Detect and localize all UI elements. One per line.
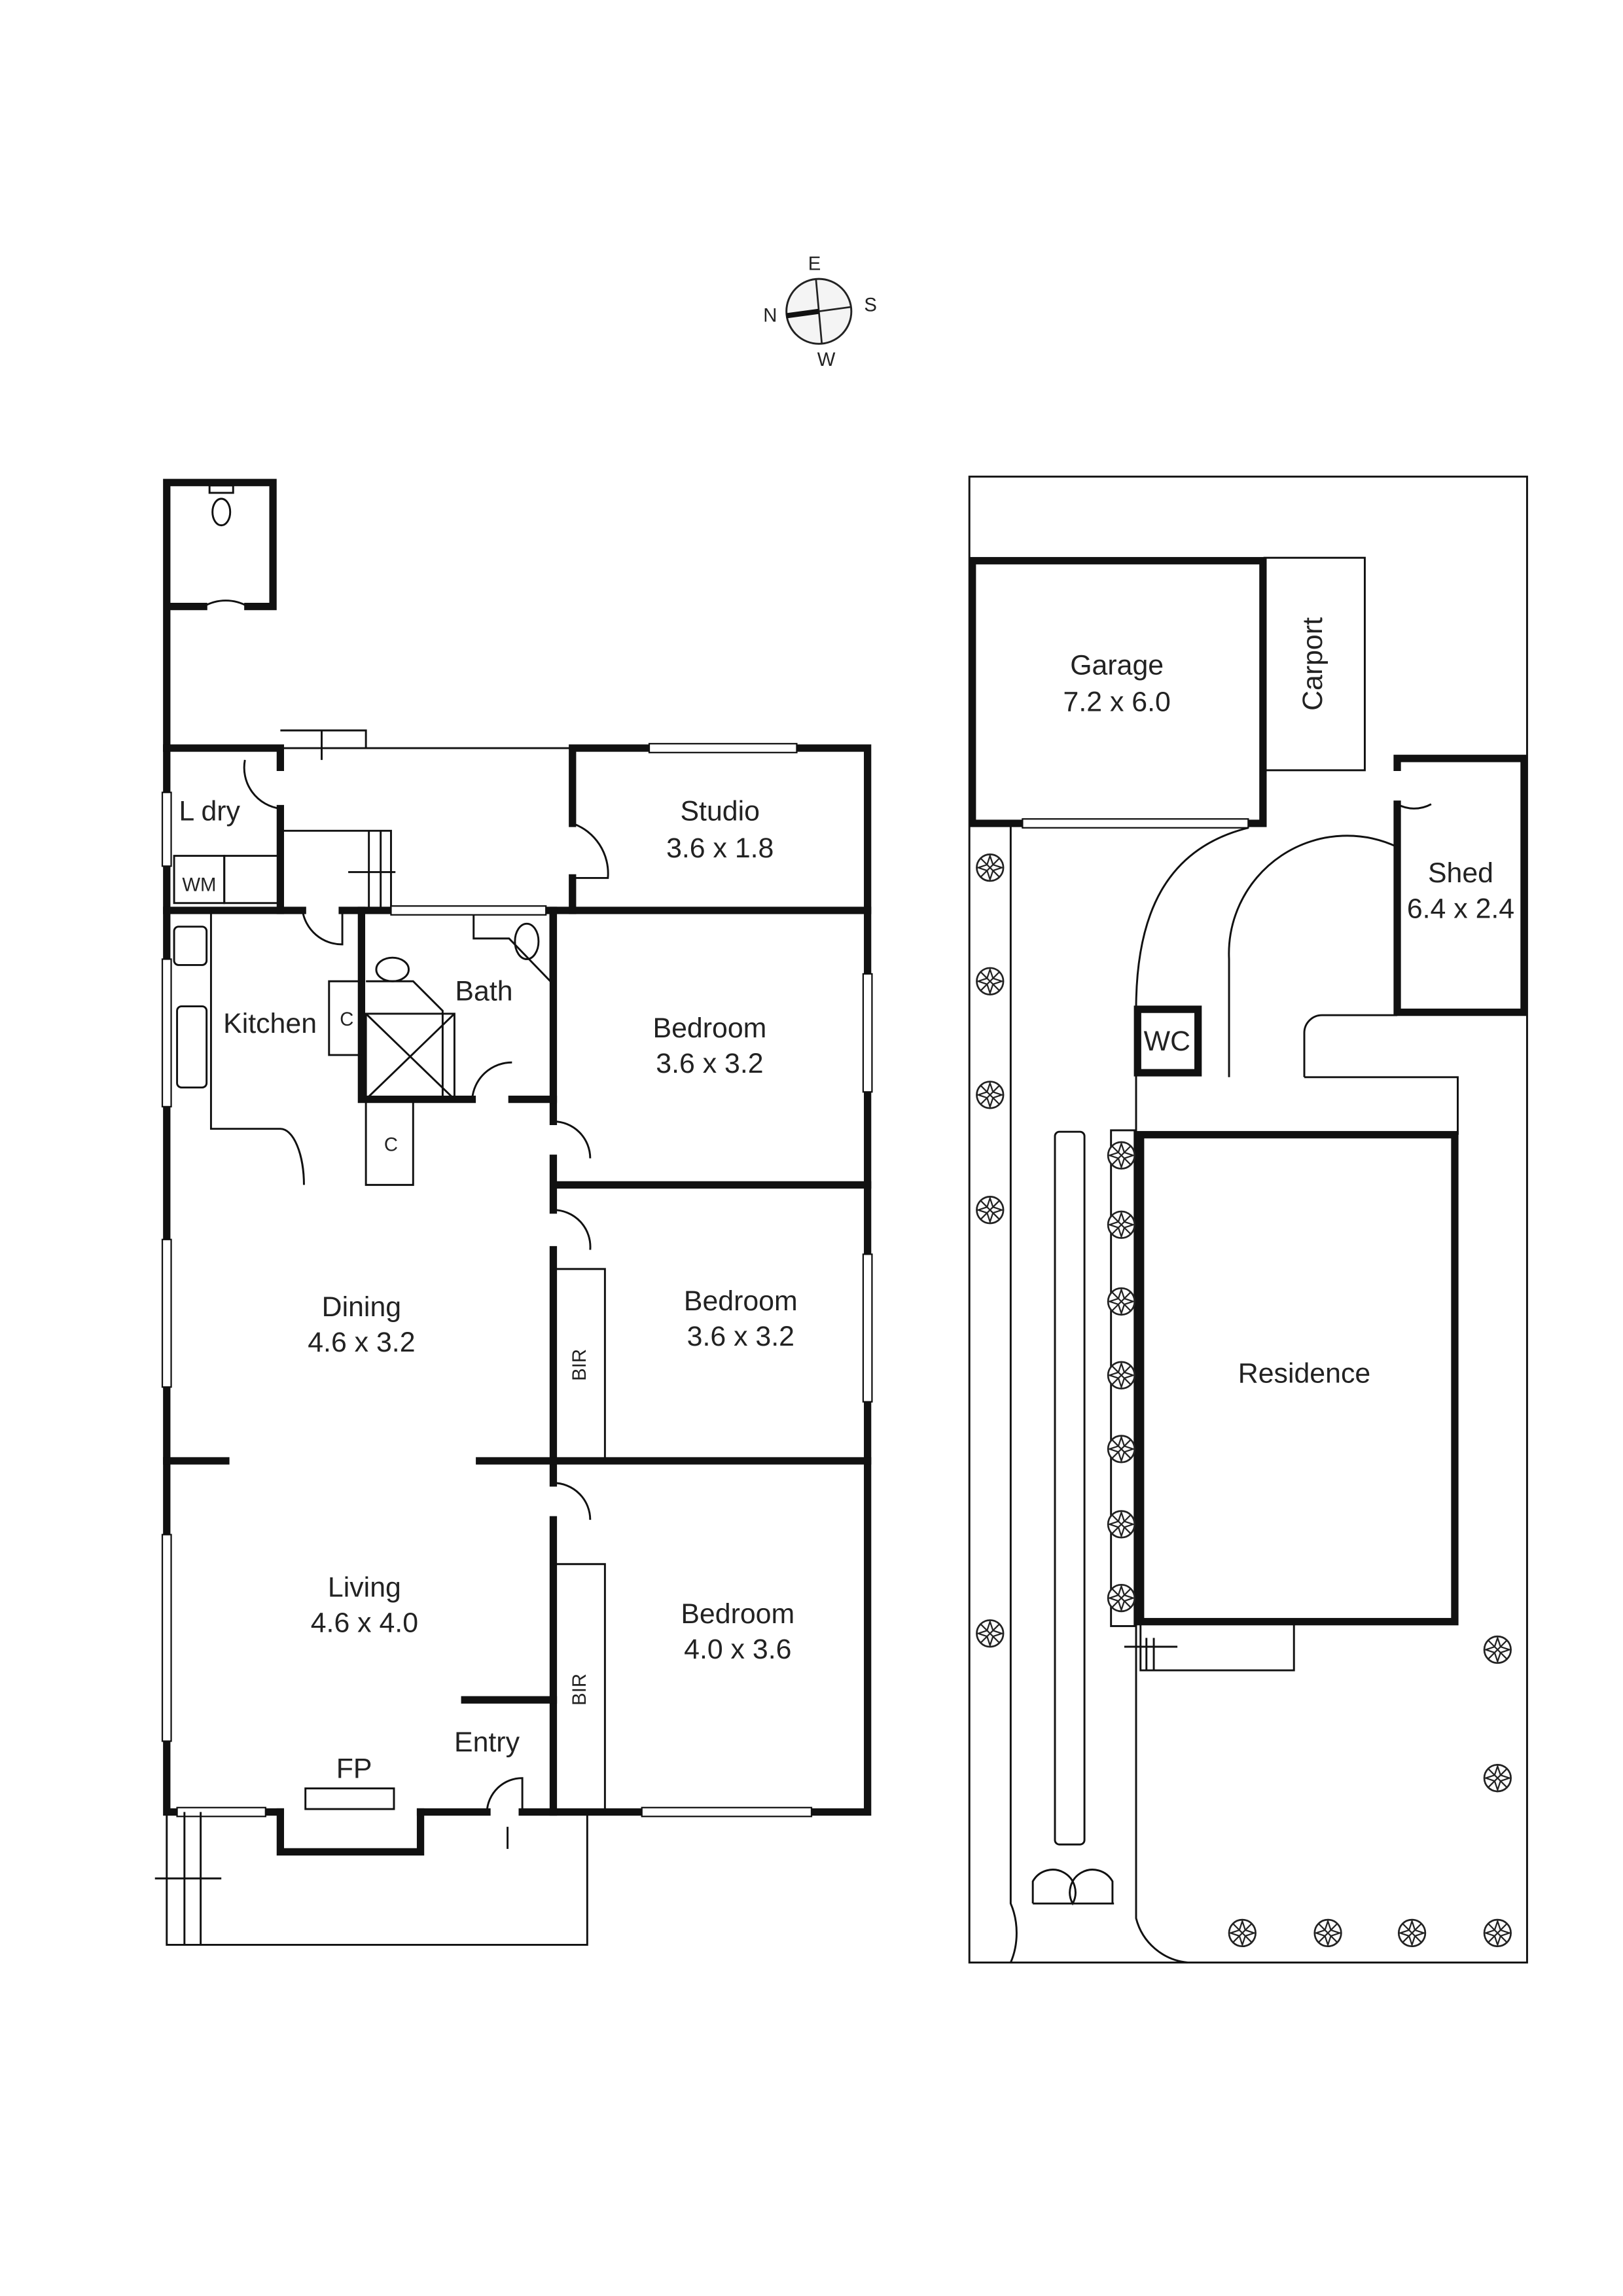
room-bedroom3-label: Bedroom [681, 1598, 794, 1630]
room-bedroom2-size: 3.6 x 3.2 [687, 1321, 794, 1352]
tree-icon [976, 853, 1005, 882]
residence-label: Residence [1238, 1357, 1370, 1389]
room-living-label: Living [328, 1571, 401, 1603]
room-dining-size: 4.6 x 3.2 [308, 1327, 415, 1358]
room-bath-label: Bath [455, 976, 512, 1007]
room-studio-label: Studio [681, 796, 760, 827]
room-bedroom3-size: 4.0 x 3.6 [684, 1634, 791, 1665]
tree-icon [1107, 1287, 1136, 1316]
fireplace-label: FP [336, 1753, 372, 1785]
compass-n: N [763, 304, 777, 326]
cupboard-label: C [384, 1134, 398, 1156]
room-bedroom1-size: 3.6 x 3.2 [656, 1048, 763, 1079]
room-kitchen-label: Kitchen [223, 1008, 317, 1039]
tree-icon [1397, 1918, 1427, 1948]
bir-label: BIR [569, 1349, 590, 1381]
room-entry-label: Entry [454, 1727, 520, 1758]
tree-icon [976, 1196, 1005, 1225]
room-dining-label: Dining [322, 1291, 401, 1323]
garage-size: 7.2 x 6.0 [1063, 687, 1171, 718]
room-laundry-label: L dry [179, 796, 240, 827]
room-bedroom2-label: Bedroom [684, 1285, 798, 1317]
tree-icon [1483, 1918, 1512, 1948]
site-plan: Garage 7.2 x 6.0 Carport Shed 6.4 x 2.4 … [968, 475, 1528, 1964]
room-studio-size: 3.6 x 1.8 [666, 833, 774, 864]
tree-icon [1107, 1361, 1136, 1390]
washing-machine-label: WM [182, 874, 216, 896]
shed-label: Shed [1428, 857, 1493, 889]
tree-icon [1107, 1141, 1136, 1170]
tree-icon [1483, 1635, 1512, 1664]
room-living-size: 4.6 x 4.0 [311, 1607, 418, 1638]
tree-icon [1107, 1583, 1136, 1613]
cupboard-label: C [340, 1009, 353, 1030]
tree-icon [1313, 1918, 1342, 1948]
bir-label: BIR [569, 1674, 590, 1706]
tree-icon [1107, 1210, 1136, 1239]
tree-icons [976, 853, 1512, 1948]
compass-w: W [817, 349, 836, 370]
tree-icon [1483, 1764, 1512, 1793]
compass-e: E [808, 253, 821, 275]
wc-label: WC [1144, 1026, 1190, 1057]
tree-icon [976, 967, 1005, 996]
tree-icon [1107, 1435, 1136, 1463]
compass: E N S W [763, 253, 877, 371]
house-plan: L dry Studio 3.6 x 1.8 Kitchen Bath Bedr… [154, 478, 873, 1946]
tree-icon [1228, 1918, 1257, 1948]
tree-icon [1107, 1510, 1136, 1539]
compass-s: S [864, 295, 877, 316]
tree-icon [976, 1619, 1005, 1648]
shed-size: 6.4 x 2.4 [1407, 893, 1514, 924]
tree-icon [976, 1081, 1005, 1109]
carport-label: Carport [1297, 617, 1329, 711]
garage-label: Garage [1070, 649, 1164, 681]
room-bedroom1-label: Bedroom [653, 1013, 767, 1044]
